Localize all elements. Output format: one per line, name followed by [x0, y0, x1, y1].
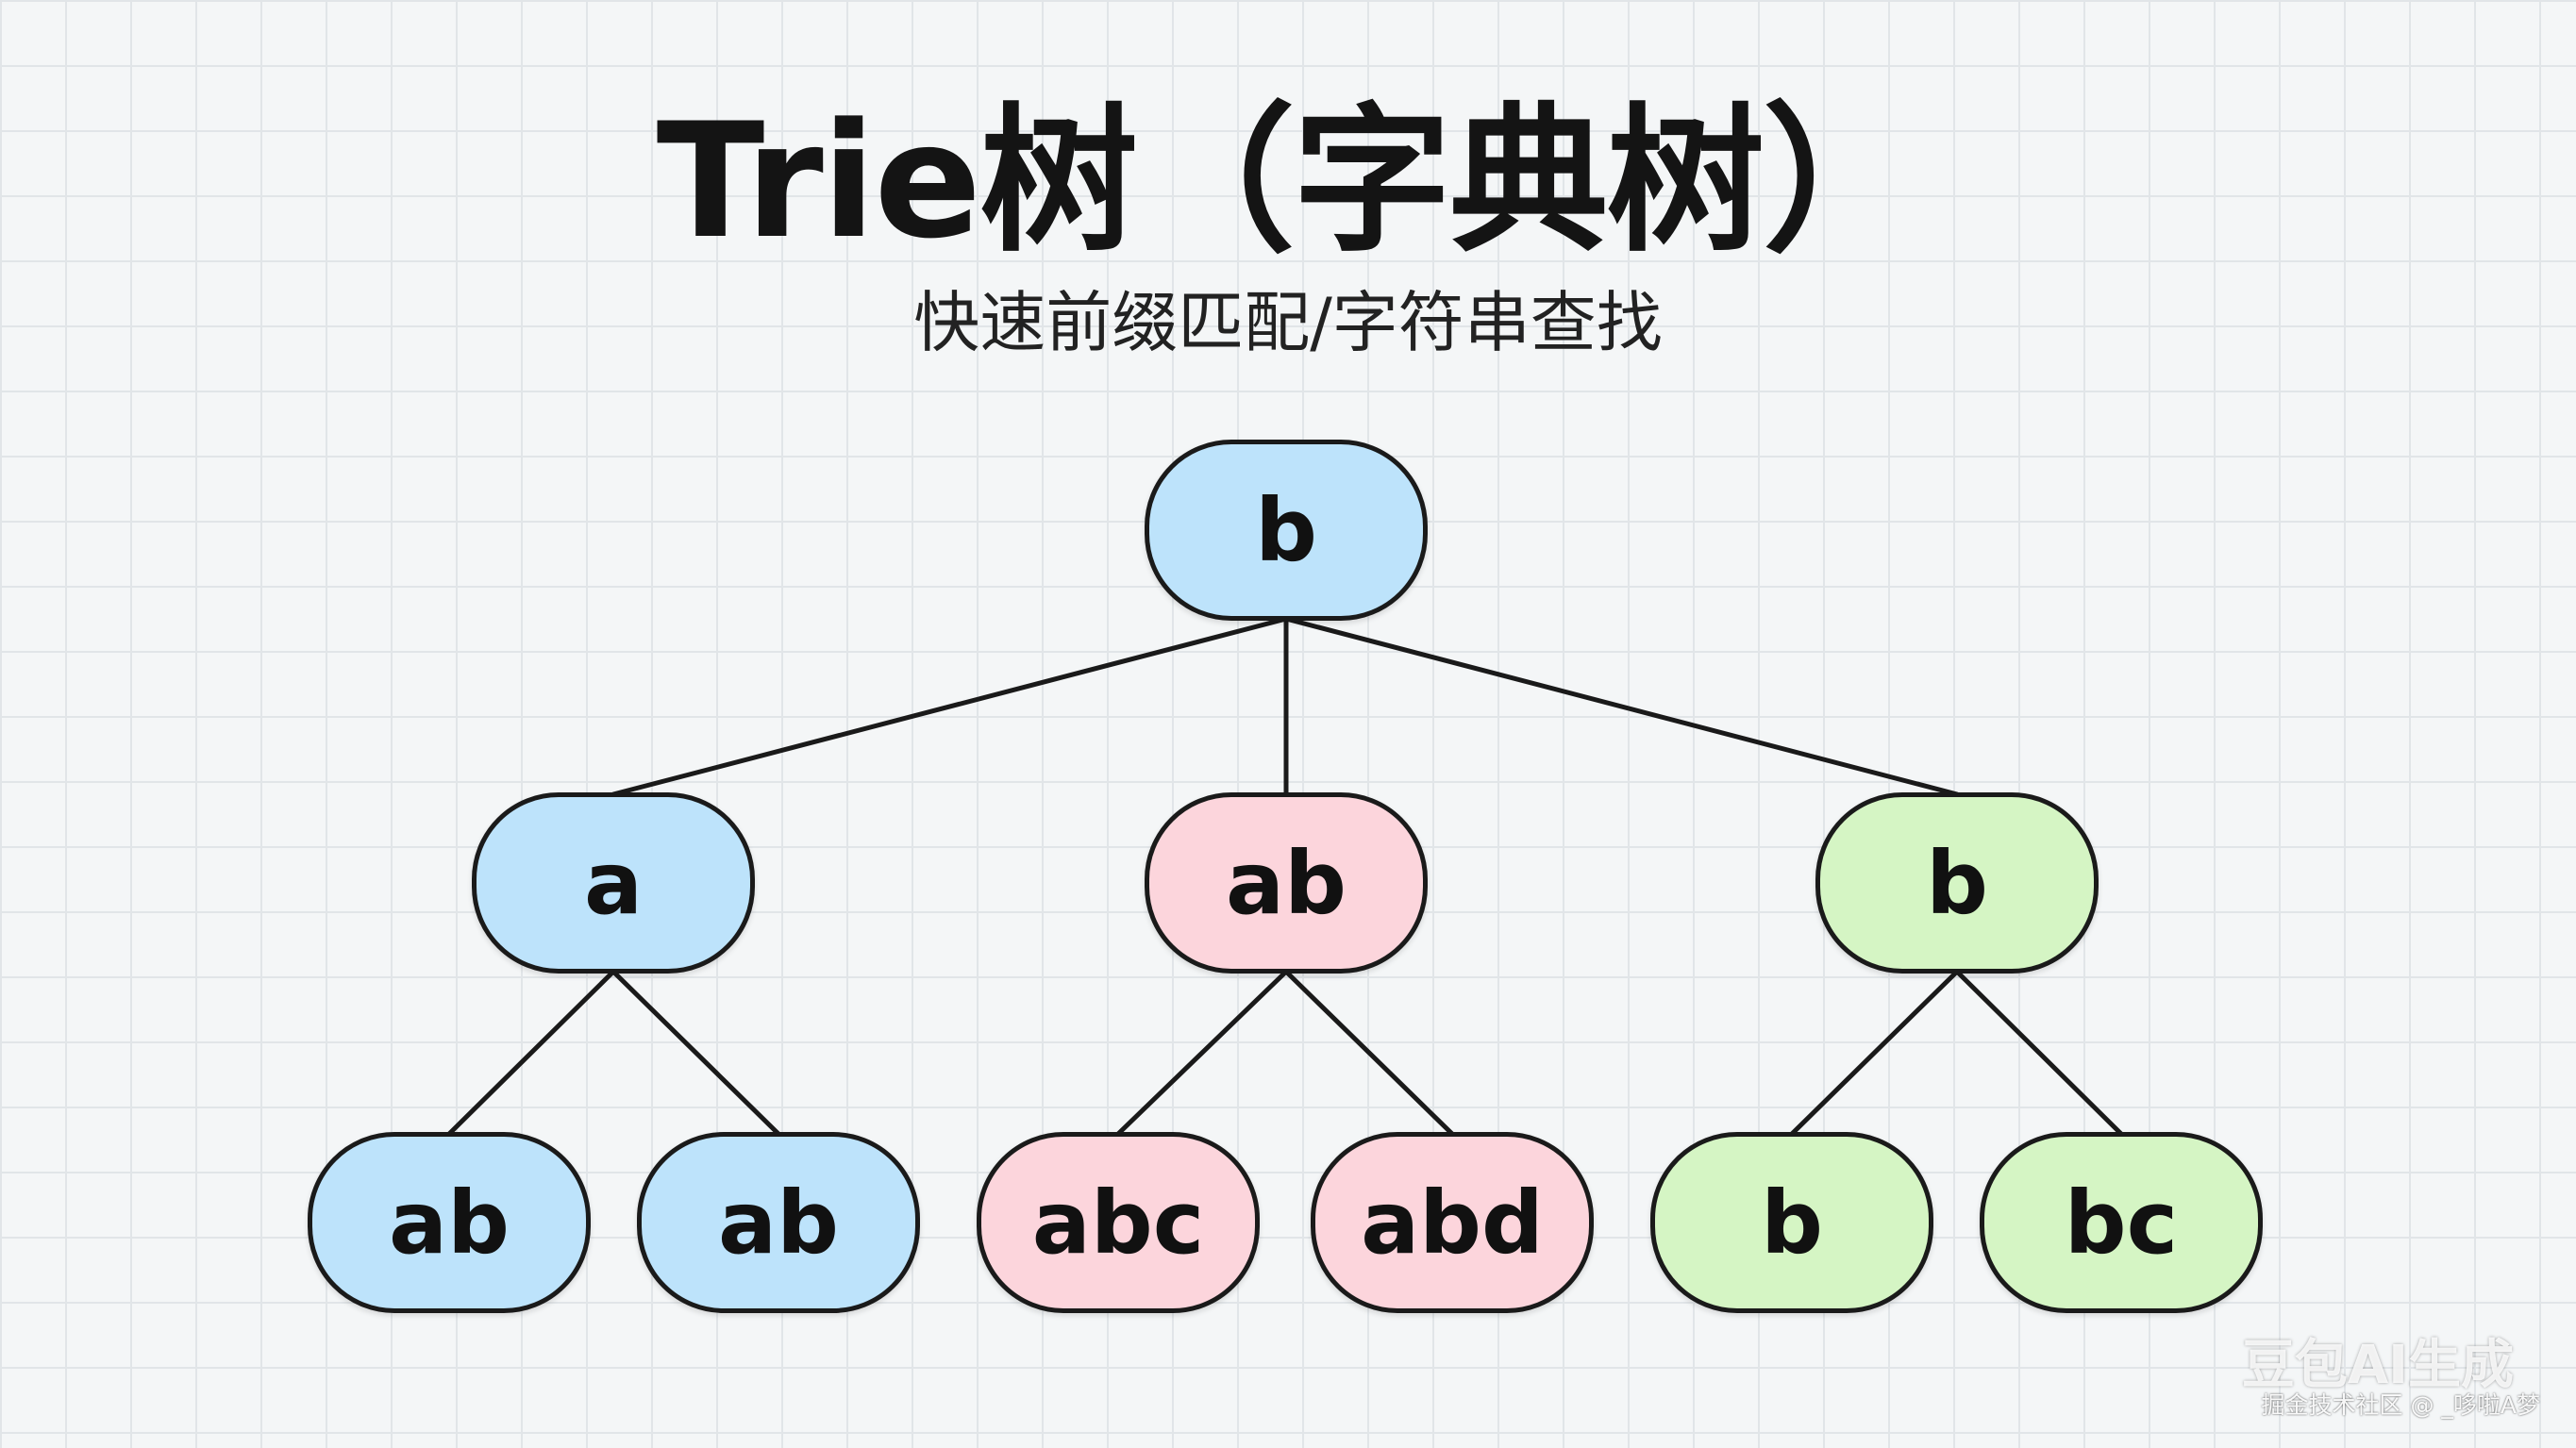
- node-label: bc: [2064, 1172, 2179, 1273]
- edge-l1-mid-to-l2-4: [1283, 969, 1455, 1137]
- node-label: abd: [1361, 1172, 1544, 1273]
- edge-l1-mid-to-l2-3: [1115, 969, 1289, 1137]
- node-label: ab: [389, 1172, 510, 1273]
- tree-node-level2-4: abd: [1311, 1132, 1594, 1313]
- watermark-logo: 豆包AI生成: [2241, 1335, 2514, 1396]
- tree-node-level2-5: b: [1650, 1132, 1933, 1313]
- page-subtitle: 快速前缀匹配/字符串查找: [913, 284, 1663, 361]
- tree-node-level2-3: abc: [977, 1132, 1260, 1313]
- node-label: b: [1761, 1172, 1823, 1273]
- node-label: b: [1255, 479, 1317, 581]
- tree-node-level1-middle: ab: [1145, 792, 1428, 974]
- edge-l1-right-to-l2-6: [1954, 969, 2124, 1137]
- tree-node-level1-right: b: [1815, 792, 2099, 974]
- edge-l1-left-to-l2-2: [611, 969, 781, 1137]
- tree-node-level2-1: ab: [308, 1132, 591, 1313]
- node-label: abc: [1031, 1172, 1205, 1273]
- tree-node-level1-left: a: [472, 792, 755, 974]
- tree-node-root: b: [1145, 440, 1428, 621]
- edge-l1-left-to-l2-1: [446, 969, 616, 1137]
- edge-root-to-l1-left: [611, 616, 1289, 797]
- edge-l1-right-to-l2-5: [1789, 969, 1960, 1137]
- node-label: a: [583, 832, 644, 934]
- tree-node-level2-6: bc: [1980, 1132, 2263, 1313]
- node-label: b: [1926, 832, 1988, 934]
- edge-root-to-l1-right: [1283, 616, 1960, 797]
- page-title: Trie树（字典树）: [656, 89, 1922, 274]
- node-label: ab: [718, 1172, 839, 1273]
- watermark-credit: 掘金技术社区 @ _哆啦A梦: [2261, 1391, 2541, 1419]
- node-label: ab: [1226, 832, 1347, 934]
- tree-node-level2-2: ab: [637, 1132, 920, 1313]
